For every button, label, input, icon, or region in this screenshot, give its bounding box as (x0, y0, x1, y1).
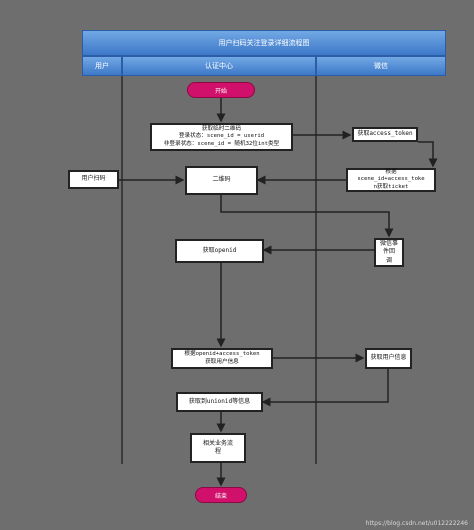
event-callback-line2: 调 (385, 256, 392, 264)
watermark-text: https://blog.csdn.net/u012222246 (365, 520, 468, 527)
event-callback-node: 微信事件回 调 (374, 238, 404, 267)
get-userinfo-auth-line2: 获取用户信息 (205, 358, 239, 365)
edge-wechat-to-unionid (261, 369, 389, 407)
edge-qrcode-to-event (220, 195, 394, 238)
access-token-node: 获取access_token (352, 127, 418, 142)
temp-qr-guest-state: 非登录状态：scene_id = 随机32位int类型 (163, 140, 280, 147)
lane-header-user: 用户 (82, 56, 122, 76)
get-userinfo-auth-node: 根据openid+access_token 获取用户信息 (171, 348, 273, 369)
lane-header-wechat: 微信 (316, 56, 446, 76)
temp-qr-title: 获取临时二维码 (201, 125, 242, 132)
ticket-line3: n获取ticket (373, 183, 409, 190)
lane-header-auth: 认证中心 (122, 56, 316, 76)
business-flow-line1: 相关业务流 (202, 439, 233, 447)
lane-divider-user-auth (121, 76, 123, 464)
qr-code-node: 二维码 (185, 166, 258, 195)
event-callback-line1: 微信事件回 (379, 240, 398, 256)
lane-divider-auth-wechat (315, 76, 317, 464)
ticket-line1: 根据 (385, 168, 397, 175)
end-node: 结束 (195, 487, 247, 503)
business-flow-line2: 程 (214, 448, 221, 455)
business-flow-node: 相关业务流 程 (190, 433, 246, 463)
user-scan-node: 用户扫码 (68, 170, 119, 189)
get-userinfo-auth-line1: 根据openid+access_token (184, 350, 260, 357)
temp-qr-login-state: 登录状态：scene_id = userid (178, 133, 265, 140)
start-node: 开始 (187, 82, 255, 98)
edge-token-to-ticket (418, 141, 438, 168)
temp-qr-node: 获取临时二维码 登录状态：scene_id = userid 非登录状态：sce… (150, 123, 293, 151)
get-userinfo-wechat-node: 获取用户信息 (365, 348, 412, 369)
get-unionid-node: 获取到unionid等信息 (176, 392, 263, 412)
get-openid-node: 获取openid (175, 239, 264, 263)
ticket-node: 根据 scene_id+access_toke n获取ticket (346, 168, 436, 192)
diagram-title: 用户扫码关注登录详细流程图 (82, 30, 446, 56)
ticket-line2: scene_id+access_toke (357, 176, 425, 183)
